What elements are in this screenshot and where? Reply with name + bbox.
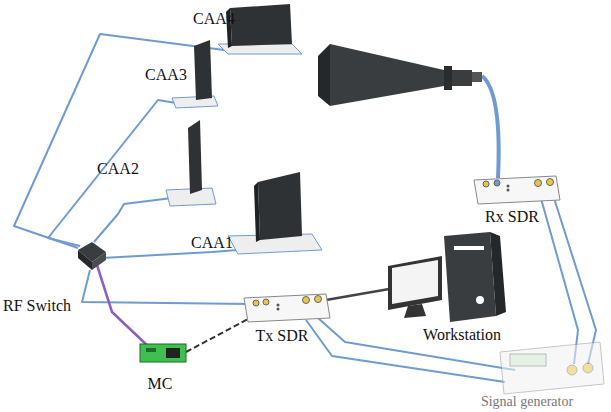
usb-cable	[186, 318, 250, 352]
component-label: RF Switch	[3, 297, 71, 315]
rx-cable	[482, 76, 499, 178]
antenna-array	[166, 120, 216, 206]
component-label: CAA4	[193, 10, 235, 28]
rx-sdr	[474, 176, 560, 204]
signal-generator	[500, 342, 604, 394]
component-label: CAA1	[191, 234, 233, 252]
component-label: Rx SDR	[485, 208, 539, 226]
antenna-array	[228, 172, 322, 254]
workstation	[388, 232, 506, 322]
microcontroller	[140, 344, 186, 362]
component-label: Workstation	[423, 326, 501, 344]
control-wire	[97, 265, 150, 348]
rf-switch	[78, 242, 106, 270]
rf-cables	[14, 34, 596, 382]
horn-antenna	[318, 44, 482, 106]
component-label: CAA3	[145, 66, 187, 84]
tx-sdr	[244, 294, 330, 322]
component-label: MC	[148, 375, 173, 393]
component-label: CAA2	[97, 160, 139, 178]
component-label: Signal generator	[481, 394, 573, 409]
component-label: Tx SDR	[256, 327, 309, 345]
